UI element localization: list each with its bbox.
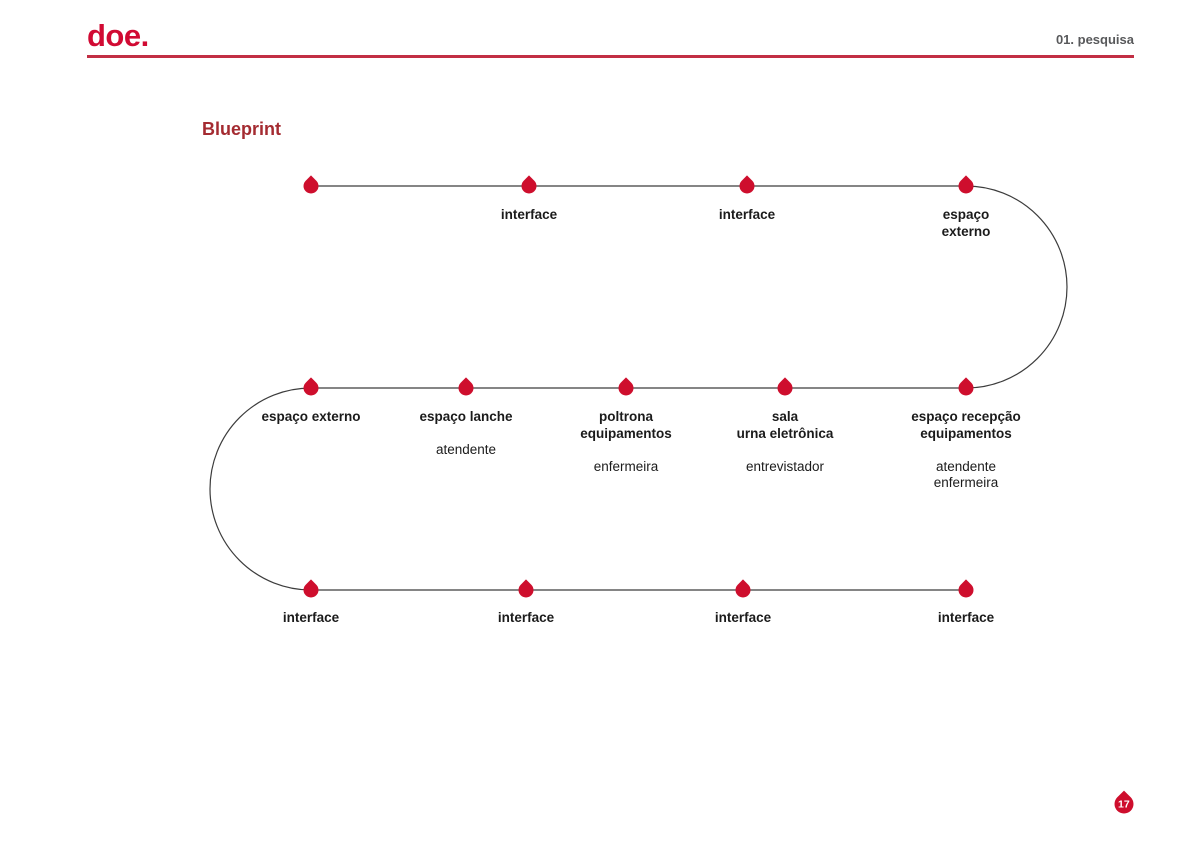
stop-label: interface — [937, 610, 995, 625]
drop-icon — [955, 579, 977, 601]
drop-icon — [732, 579, 754, 601]
drop-icon — [955, 175, 977, 197]
page-title: Blueprint — [202, 119, 281, 139]
stop-label: sala urna eletrônica — [736, 409, 834, 441]
stop-label: interface — [714, 610, 772, 625]
logo: doe. — [87, 18, 149, 53]
drop-icon — [515, 579, 537, 601]
drop-icon — [300, 377, 322, 399]
drop-icon — [455, 377, 477, 399]
actor-label: atendente enfermeira — [933, 459, 999, 490]
stop-label: espaço lanche — [419, 409, 513, 424]
actor-label: entrevistador — [745, 459, 825, 474]
stop-label: interface — [718, 207, 776, 222]
stop-label: espaço externo — [941, 207, 991, 239]
drop-icon — [300, 579, 322, 601]
stop-label: interface — [500, 207, 558, 222]
journey-path-line — [209, 185, 1068, 591]
stop-label: espaço recepção equipamentos — [911, 409, 1021, 441]
page-number: 17 — [1118, 798, 1130, 810]
stop-label: interface — [282, 610, 340, 625]
drop-icon — [774, 377, 796, 399]
drop-icon — [518, 175, 540, 197]
actor-label: atendente — [435, 442, 497, 457]
drop-icon — [615, 377, 637, 399]
actor-label: enfermeira — [593, 459, 659, 474]
stop-label: poltrona equipamentos — [580, 409, 672, 441]
drop-icon — [955, 377, 977, 399]
page-number-badge: 17 — [1110, 790, 1138, 818]
stop-label: interface — [497, 610, 555, 625]
stop-label: espaço externo — [261, 409, 361, 424]
header-rule — [87, 55, 1134, 58]
section-label: 01. pesquisa — [1055, 32, 1134, 47]
drop-icon — [736, 175, 758, 197]
drop-icon — [300, 175, 322, 197]
